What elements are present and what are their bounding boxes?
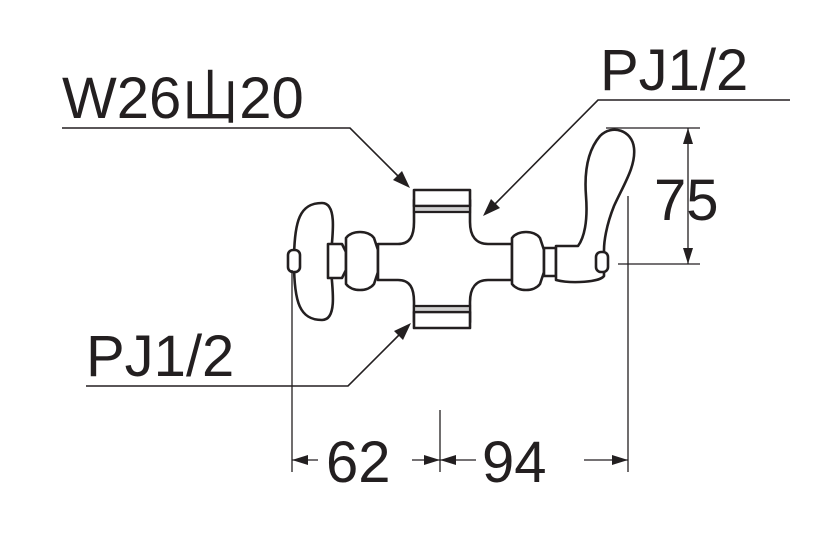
top-outlet [412, 188, 472, 208]
dim-75-text: 75 [654, 168, 719, 233]
cross-body [376, 198, 514, 324]
right-handle-cap [594, 250, 610, 274]
dim-62-text: 62 [326, 430, 391, 495]
arrowhead-top-left [393, 171, 410, 188]
right-collar [510, 230, 546, 292]
top-outlet-thread [412, 204, 472, 214]
faucet-body-drawing [286, 128, 636, 330]
label-top-left: W26山20 [62, 66, 410, 188]
arrowhead-bottom-left [394, 323, 411, 340]
leader-bottom-left [86, 330, 404, 387]
left-handle-cap [286, 248, 302, 274]
label-bottom-left: PJ1/2 [86, 323, 411, 389]
label-pj-top-text: PJ1/2 [600, 38, 748, 103]
left-handle-knob [292, 201, 335, 322]
left-collar [344, 230, 380, 292]
arrowhead-62-right [424, 455, 440, 465]
leader-top-left [62, 127, 401, 179]
dimension-widths: 62 94 [291, 196, 629, 495]
label-w26-text: W26山20 [62, 66, 304, 131]
label-pj-bottom-text: PJ1/2 [86, 324, 234, 389]
arrowhead-62-left [292, 455, 308, 465]
bottom-outlet-thread [412, 304, 472, 314]
arrowhead-height-top [683, 128, 693, 144]
dimension-height: 75 [606, 127, 719, 265]
bottom-outlet [412, 310, 472, 330]
right-stem [542, 246, 558, 278]
leader-top-right [491, 99, 790, 208]
arrowhead-top-right [483, 199, 500, 216]
label-top-right: PJ1/2 [483, 38, 790, 216]
arrowhead-94-left [440, 455, 456, 465]
left-stem [326, 242, 348, 280]
dim-94-text: 94 [482, 430, 547, 495]
arrowhead-94-right [612, 455, 628, 465]
arrowhead-height-bottom [683, 248, 693, 264]
right-lever-handle [554, 128, 636, 284]
